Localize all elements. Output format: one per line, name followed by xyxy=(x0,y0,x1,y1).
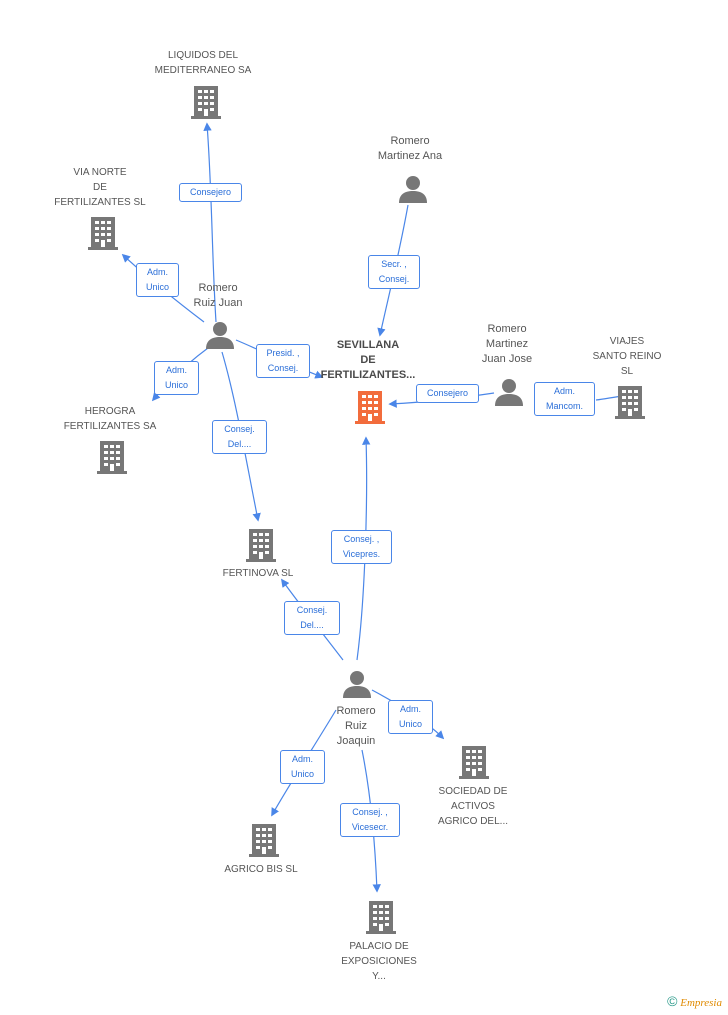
edge-badge[interactable]: Consej. , Vicesecr. xyxy=(340,803,400,837)
edge-badge[interactable]: Adm. Unico xyxy=(154,361,199,395)
node-label-herogra[interactable]: HEROGRA FERTILIZANTES SA xyxy=(63,406,157,432)
edge-badge[interactable]: Adm. Unico xyxy=(388,700,433,734)
building-icon[interactable] xyxy=(96,439,128,480)
building-icon[interactable] xyxy=(365,899,397,940)
node-label-romero-martinez-juan-jose[interactable]: Romero Martinez Juan Jose xyxy=(481,323,533,365)
building-icon[interactable] xyxy=(190,84,222,125)
edge-badge[interactable]: Adm. Mancom. xyxy=(534,382,595,416)
brand-logo: Empresia xyxy=(680,997,722,1009)
edge-badge[interactable]: Consejero xyxy=(416,384,479,403)
edge-badge[interactable]: Consej. Del.... xyxy=(284,601,340,635)
edge-badge[interactable]: Consej. Del.... xyxy=(212,420,267,454)
building-icon-main[interactable] xyxy=(354,389,386,430)
node-label-viajes[interactable]: VIAJES SANTO REINO SL xyxy=(592,336,662,377)
edge-badge[interactable]: Secr. , Consej. xyxy=(368,255,420,289)
node-label-romero-martinez-ana[interactable]: Romero Martinez Ana xyxy=(377,135,443,162)
edge-juan-liquidos xyxy=(203,122,217,323)
edge-badge[interactable]: Consejero xyxy=(179,183,242,202)
building-icon[interactable] xyxy=(458,744,490,785)
node-label-liquidos[interactable]: LIQUIDOS DEL MEDITERRANEO SA xyxy=(154,50,252,76)
person-icon[interactable] xyxy=(342,669,372,704)
building-icon[interactable] xyxy=(245,527,277,568)
person-icon[interactable] xyxy=(398,174,428,209)
building-icon[interactable] xyxy=(248,822,280,863)
person-icon[interactable] xyxy=(494,377,524,412)
node-label-via-norte[interactable]: VIA NORTE DE FERTILIZANTES SL xyxy=(54,167,146,208)
building-icon[interactable] xyxy=(87,215,119,256)
person-icon[interactable] xyxy=(205,320,235,355)
node-label-palacio[interactable]: PALACIO DE EXPOSICIONES Y... xyxy=(341,941,417,982)
node-label-romero-ruiz-juan[interactable]: Romero Ruiz Juan xyxy=(193,282,243,309)
node-label-romero-ruiz-joaquin[interactable]: Romero Ruiz Joaquin xyxy=(336,705,376,747)
brand-footer[interactable]: © Empresia xyxy=(667,993,722,1009)
node-label-sevillana[interactable]: SEVILLANA DE FERTILIZANTES... xyxy=(320,339,416,381)
building-icon[interactable] xyxy=(614,384,646,425)
node-label-agrico[interactable]: AGRICO BIS SL xyxy=(224,864,298,875)
copyright-icon: © xyxy=(667,993,678,1009)
node-label-fertinova[interactable]: FERTINOVA SL xyxy=(222,568,294,579)
edge-badge[interactable]: Adm. Unico xyxy=(280,750,325,784)
edge-badge[interactable]: Consej. , Vicepres. xyxy=(331,530,392,564)
edge-badge[interactable]: Presid. , Consej. xyxy=(256,344,310,378)
node-label-sociedad[interactable]: SOCIEDAD DE ACTIVOS AGRICO DEL... xyxy=(437,786,508,827)
edge-badge[interactable]: Adm. Unico xyxy=(136,263,179,297)
